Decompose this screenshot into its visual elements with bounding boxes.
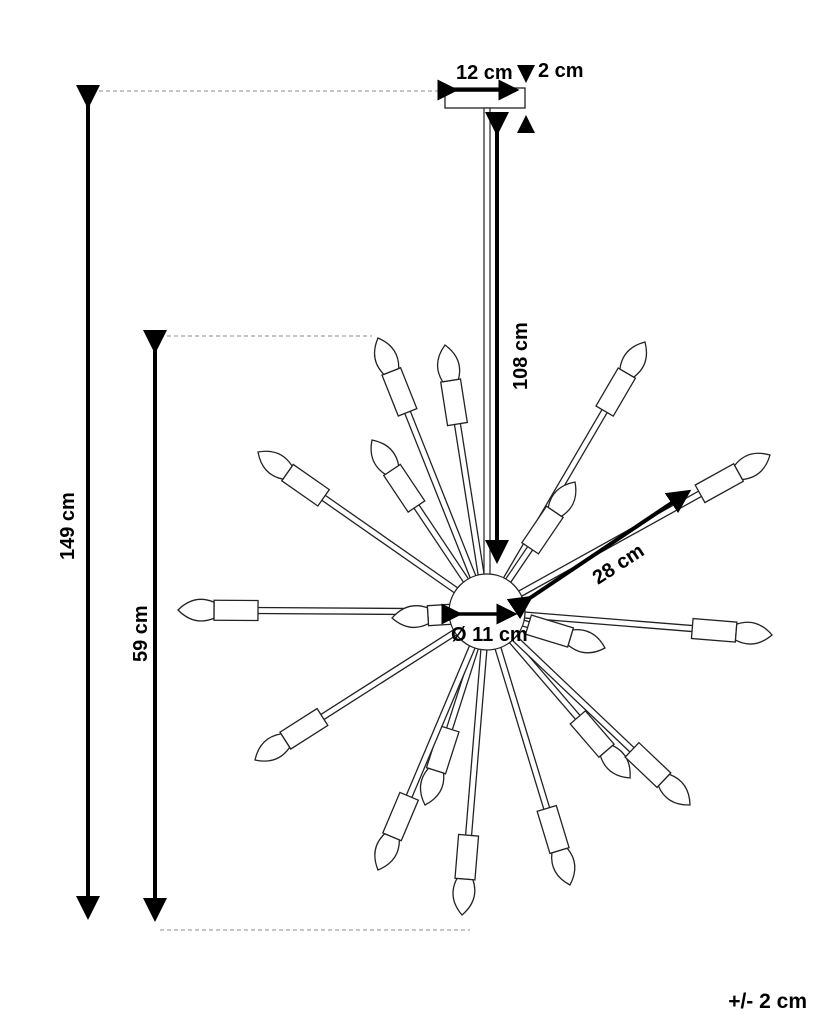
bulb-holder (694, 462, 745, 504)
lamp-arm (177, 598, 458, 622)
candle-bulb (734, 621, 773, 645)
bulb-holder (381, 791, 420, 842)
bulb-holder (439, 378, 469, 427)
candle-bulb (257, 450, 293, 480)
suspension-rod (483, 107, 491, 577)
body-height-label: 59 cm (130, 605, 152, 662)
canopy-width-label: 12 cm (456, 62, 513, 84)
lamp-arm (492, 639, 576, 886)
candle-bulb (177, 598, 215, 622)
candle-bulb (374, 832, 401, 871)
lamp-arm (257, 450, 466, 599)
candle-bulb (419, 767, 445, 806)
bulb-holder (536, 804, 570, 855)
candle-bulb (452, 877, 476, 916)
candle-bulb (370, 439, 400, 476)
lamp-arm (419, 638, 482, 806)
candle-bulb (391, 605, 430, 629)
lamp-arm (505, 629, 691, 806)
lamp-arm (437, 344, 487, 584)
candle-bulb (599, 744, 631, 779)
lamp-arm (452, 640, 489, 916)
extension-lines (92, 90, 470, 931)
candle-bulb (373, 337, 400, 376)
candle-bulb (657, 773, 691, 806)
arm-length-arrow (506, 489, 692, 620)
candle-bulb (551, 847, 576, 886)
canopy-height-label: 2 cm (538, 60, 584, 82)
tolerance-note: +/- 2 cm (728, 990, 807, 1013)
bulb-holder (213, 599, 259, 622)
lamp-arm (500, 481, 577, 590)
bulb-holder (454, 833, 480, 881)
candle-bulb (567, 628, 606, 654)
lamp-arm (503, 631, 631, 779)
bulb-holder (381, 366, 418, 417)
hub-diameter-label: Ø 11 cm (451, 624, 528, 646)
bulb-holder (690, 617, 738, 643)
candle-bulb (733, 452, 771, 481)
candle-bulb (437, 344, 461, 383)
candle-bulb (254, 733, 291, 762)
lamp-arm (254, 624, 465, 762)
rod-length-label: 108 cm (510, 322, 532, 390)
candle-bulb (619, 341, 648, 378)
lamp-arm (514, 614, 606, 654)
lamp-arm (370, 439, 474, 590)
total-height-label: 149 cm (57, 492, 79, 560)
